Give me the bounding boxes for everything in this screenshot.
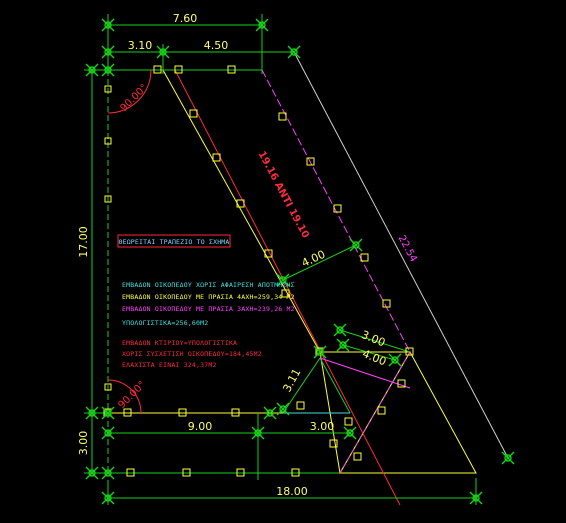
node-marker (344, 417, 353, 426)
grip-markers (85, 18, 515, 505)
dim-bottom-total: 18.00 (276, 485, 308, 498)
node-marker (296, 401, 305, 410)
grip-marker (263, 406, 277, 420)
grip-marker (388, 353, 402, 367)
dim-bottom-left-vertical: 3.00 (77, 431, 90, 456)
node-marker (123, 408, 132, 417)
grip-marker (287, 45, 301, 59)
node-marker (189, 109, 198, 118)
node-marker (126, 468, 135, 477)
red-axis-line (174, 69, 401, 506)
setback-triangle (339, 350, 477, 474)
grip-marker (101, 63, 115, 77)
grip-marker (349, 238, 363, 252)
small-triangle (282, 357, 351, 414)
perp-dimension-line (282, 244, 357, 281)
angle-arc-bottom (107, 379, 142, 414)
grip-marker (255, 18, 269, 32)
dim-left-vertical: 17.00 (77, 226, 90, 258)
node-marker (281, 289, 290, 298)
note-line-6: ΧΩΡΙΣ ΣΥΣΧΕΤΙΣΗ ΟΙΚΟΠΕΔΟΥ=184,45Μ2 (122, 350, 262, 358)
node-marker (104, 195, 112, 203)
front-slant-line (162, 69, 321, 353)
node-marker (405, 347, 414, 356)
node-marker (104, 137, 112, 145)
node-marker (360, 253, 369, 262)
small-tri-left (282, 357, 321, 414)
lot-right-slant (261, 69, 411, 353)
node-marker (291, 468, 300, 477)
grip-marker (469, 491, 483, 505)
grip-marker (85, 466, 99, 480)
grip-marker (101, 406, 115, 420)
node-marker (104, 383, 112, 391)
node-marker (397, 379, 406, 388)
note-line-2: ΕΜΒΑΔΟΝ ΟΙΚΟΠΕΔΟΥ ΜΕ ΠΡΑΣΙΑ 4ΑΧΗ=259,34 … (122, 293, 295, 301)
grip-marker (251, 426, 265, 440)
offset-line-1 (339, 329, 411, 353)
node-marker (306, 157, 315, 166)
grip-marker (85, 63, 99, 77)
dim-inner-right: 3.00 (310, 420, 335, 433)
node-marker (333, 204, 342, 213)
note-line-3: ΕΜΒΑΔΟΝ ΟΙΚΟΠΕΔΟΥ ΜΕ ΠΡΑΣΙΑ 3ΑΧΗ=239,26 … (122, 305, 295, 313)
node-marker (236, 199, 245, 208)
title-box-text: ΘΕΩΡΕΙΤΑΙ ΤΡΑΠΕΖΙΟ ΤΟ ΣΧΗΜΑ (118, 238, 229, 246)
grip-marker (101, 45, 115, 59)
node-marker (264, 249, 273, 258)
offset-line-2 (342, 344, 396, 361)
dim-top-total: 7.60 (173, 12, 198, 25)
node-marker (382, 299, 391, 308)
node-marker (377, 406, 386, 415)
grip-marker (156, 45, 170, 59)
note-line-1: ΕΜΒΑΔΟΝ ΟΙΚΟΠΕΔΟΥ ΧΩΡΙΣ ΑΦΑΙΡΕΣΗ ΑΠΟΤΜΗΣ… (122, 281, 295, 289)
dim-top-right: 4.50 (204, 39, 229, 52)
dim-inner-bottom: 9.00 (188, 420, 213, 433)
dim-top-left: 3.10 (128, 39, 153, 52)
grip-marker (313, 345, 327, 359)
node-marker (236, 468, 245, 477)
small-tri-right (319, 357, 351, 414)
grip-marker (101, 466, 115, 480)
node-marker (153, 65, 162, 74)
grip-marker (336, 338, 350, 352)
note-line-5: ΕΜΒΑΔΟΝ ΚΤΙΡΙΟΥ=ΥΠΟΛΟΓΙΣΤΙΚΑ (122, 339, 237, 347)
note-line-7: ΕΛΑΧΙΣΤΑ ΕΙΝΑΙ 324,37Μ2 (122, 361, 217, 369)
angle-arc-top (107, 69, 152, 114)
node-markers (103, 65, 414, 477)
magenta-offset-line (319, 357, 411, 389)
grip-marker (333, 323, 347, 337)
grip-marker (276, 402, 290, 416)
node-marker (174, 65, 183, 74)
node-marker (227, 65, 236, 74)
node-marker (278, 112, 287, 121)
magenta-lower-line (339, 351, 411, 474)
grip-marker (501, 451, 515, 465)
node-marker (353, 452, 362, 461)
grip-marker (276, 273, 290, 287)
grip-marker (343, 426, 357, 440)
grip-marker (101, 18, 115, 32)
grip-marker (101, 426, 115, 440)
grip-marker (85, 406, 99, 420)
node-marker (231, 408, 240, 417)
note-line-4: ΥΠΟΛΟΓΙΣΤΙΚΑ=256,60Μ2 (122, 319, 208, 327)
grip-marker (101, 491, 115, 505)
node-marker (178, 408, 187, 417)
outer-diagonal-dimension-line (293, 51, 509, 459)
node-marker (182, 468, 191, 477)
node-marker (212, 153, 221, 162)
node-marker (104, 85, 112, 93)
node-marker (329, 439, 338, 448)
title-frame (117, 234, 231, 248)
